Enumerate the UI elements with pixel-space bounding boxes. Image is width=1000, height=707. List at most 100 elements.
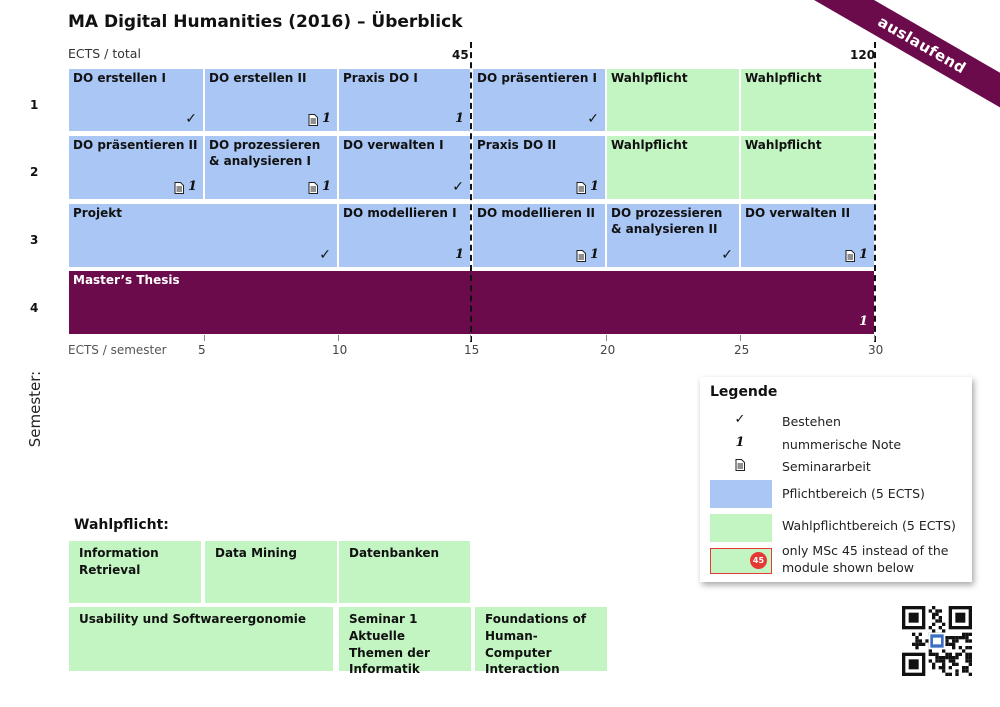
module-marks: 1 [455, 247, 464, 264]
wahlpflicht-module: Datenbanken [339, 541, 470, 603]
module-marks: 1 [174, 179, 197, 196]
module-card: Praxis DO II 1 [473, 136, 605, 199]
axis-tick-label: 20 [600, 343, 616, 357]
legend-item-label: Pflichtbereich (5 ECTS) [782, 486, 925, 501]
module-marks: 1 [308, 111, 331, 128]
numeric-grade-mark: 1 [454, 247, 464, 263]
axis-tick [204, 335, 205, 341]
module-name: DO prozessieren & analysieren II [611, 206, 723, 236]
legend: Legende ✓ Bestehen 1 nummerische Note Se… [700, 377, 972, 582]
axis-tick-label: 5 [198, 343, 206, 357]
wahlpflicht-module: Information Retrieval [69, 541, 201, 603]
wahlpflicht-heading: Wahlpflicht: [74, 517, 169, 533]
document-icon [308, 113, 318, 126]
module-marks: 1 [455, 111, 464, 128]
axis-tick [338, 335, 339, 341]
numeric-grade-mark: 1 [589, 247, 599, 263]
module-marks: 1 [845, 247, 868, 264]
legend-item-label: nummerische Note [782, 437, 902, 452]
required-color-swatch [710, 480, 772, 508]
module-name: Wahlpflicht [745, 71, 822, 85]
semester-number: 2 [30, 165, 39, 179]
semester-number: 3 [30, 233, 39, 247]
module-name: Master’s Thesis [73, 273, 180, 287]
total-mark-45: 45 [452, 48, 469, 62]
elective-color-swatch [710, 514, 772, 542]
module-marks: 1 [308, 179, 331, 196]
axis-tick-label: 10 [332, 343, 348, 357]
module-card: Wahlpflicht [741, 69, 874, 131]
module-marks: 1 [859, 314, 868, 331]
numeric-grade-mark: 1 [321, 179, 331, 195]
module-marks: ✓ [587, 110, 599, 128]
module-name: DO prozessieren & analysieren I [209, 138, 321, 168]
msc45-swatch: 45 [710, 548, 772, 574]
check-icon: ✓ [587, 110, 599, 127]
wahlpflicht-module: Seminar 1 Aktuelle Themen der Informatik [339, 607, 471, 676]
wahlpflicht-module: Foundations of Human-Computer Interactio… [475, 607, 607, 676]
module-card: DO erstellen I ✓ [69, 69, 203, 131]
document-icon [710, 459, 770, 475]
document-icon [576, 181, 586, 194]
module-card: Wahlpflicht [607, 69, 739, 131]
module-card: DO erstellen II 1 [205, 69, 337, 131]
axis-tick [606, 335, 607, 341]
module-card: DO präsentieren I✓ [473, 69, 605, 131]
check-icon: ✓ [721, 246, 733, 263]
module-name: Praxis DO II [477, 138, 557, 152]
total-mark-120: 120 [850, 48, 876, 62]
module-marks: ✓ [319, 246, 331, 264]
qr-code-icon[interactable] [902, 606, 972, 676]
msc45-badge: 45 [750, 552, 767, 569]
axis-tick [740, 335, 741, 341]
semester-number: 1 [30, 98, 39, 112]
module-marks: ✓ [452, 178, 464, 196]
module-marks: 1 [576, 247, 599, 264]
numeric-grade-mark: 1 [858, 247, 868, 263]
page-title: MA Digital Humanities (2016) – Überblick [68, 12, 463, 32]
check-icon: ✓ [452, 178, 464, 195]
document-icon [308, 181, 318, 194]
check-icon: ✓ [185, 110, 197, 127]
module-name: Wahlpflicht [611, 138, 688, 152]
legend-number-symbol: 1 [735, 435, 745, 450]
module-card: DO prozessieren & analysieren II ✓ [607, 204, 739, 267]
module-name: DO erstellen I [73, 71, 166, 85]
module-marks: ✓ [185, 110, 197, 128]
module-card: Projekt ✓ [69, 204, 337, 267]
ects-120-separator [874, 42, 876, 342]
numeric-grade-mark: 1 [454, 111, 464, 127]
legend-item-label: Bestehen [782, 414, 841, 429]
numeric-grade-mark: 1 [589, 179, 599, 195]
legend-title: Legende [710, 384, 778, 400]
document-icon [576, 249, 586, 262]
document-icon [845, 249, 855, 262]
ects-total-label: ECTS / total [68, 46, 141, 61]
module-name: DO erstellen II [209, 71, 307, 85]
axis-tick [470, 335, 471, 341]
module-card: Wahlpflicht [607, 136, 739, 199]
module-name: Wahlpflicht [611, 71, 688, 85]
wahlpflicht-module: Usability und Softwareergonomie [69, 607, 333, 671]
module-name: Wahlpflicht [745, 138, 822, 152]
legend-item-label: only MSc 45 instead of the module shown … [782, 543, 949, 575]
check-icon: ✓ [319, 246, 331, 263]
module-name: Projekt [73, 206, 122, 220]
ects-semester-label: ECTS / semester [68, 343, 167, 357]
module-name: DO verwalten I [343, 138, 444, 152]
legend-check-symbol: ✓ [734, 412, 746, 427]
ects-45-separator [470, 42, 472, 342]
legend-item-label: Seminararbeit [782, 459, 871, 474]
numeric-grade-mark: 1 [187, 179, 197, 195]
axis-tick [874, 335, 875, 341]
module-marks: 1 [576, 179, 599, 196]
axis-tick-label: 25 [734, 343, 750, 357]
module-marks: ✓ [721, 246, 733, 264]
axis-tick-label: 15 [464, 343, 480, 357]
numeric-grade-mark: 1 [858, 314, 868, 330]
